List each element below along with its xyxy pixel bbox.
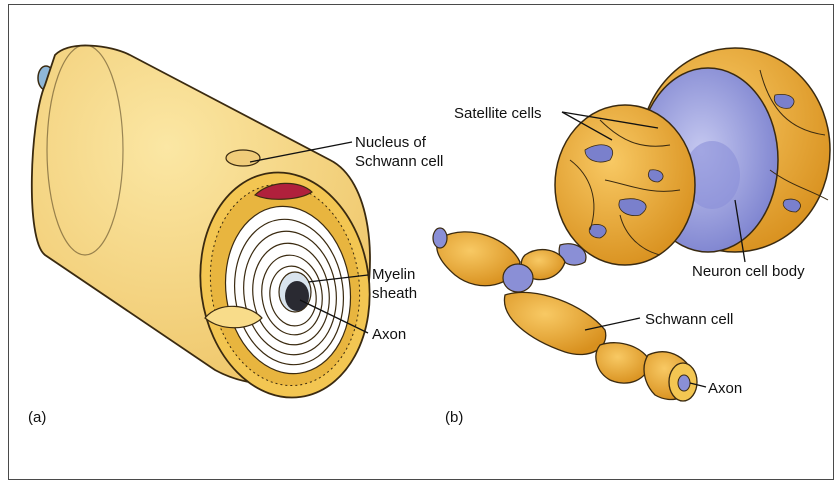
nucleus-bump xyxy=(226,150,260,166)
panel-b-ganglion-illustration xyxy=(433,48,830,401)
node-of-ranvier-1 xyxy=(503,264,533,292)
schwann-segment-4 xyxy=(596,343,650,383)
panel-b-tag: (b) xyxy=(445,408,463,427)
label-neuron-cell-body: Neuron cell body xyxy=(692,262,805,281)
label-nucleus-of-schwann-cell: Nucleus of Schwann cell xyxy=(355,133,485,171)
panel-a-myelin-illustration xyxy=(32,45,384,409)
axon-core-dark xyxy=(285,281,309,311)
label-myelin-sheath: Myelin sheath xyxy=(372,265,432,303)
label-satellite-cells: Satellite cells xyxy=(454,104,542,123)
schwann-segment-3 xyxy=(504,292,605,354)
label-axon-b: Axon xyxy=(708,379,742,398)
panel-a-tag: (a) xyxy=(28,408,46,427)
label-axon-a: Axon xyxy=(372,325,406,344)
branch-axon-end xyxy=(433,228,447,248)
end-axon-core xyxy=(678,375,690,391)
label-schwann-cell: Schwann cell xyxy=(645,310,733,329)
